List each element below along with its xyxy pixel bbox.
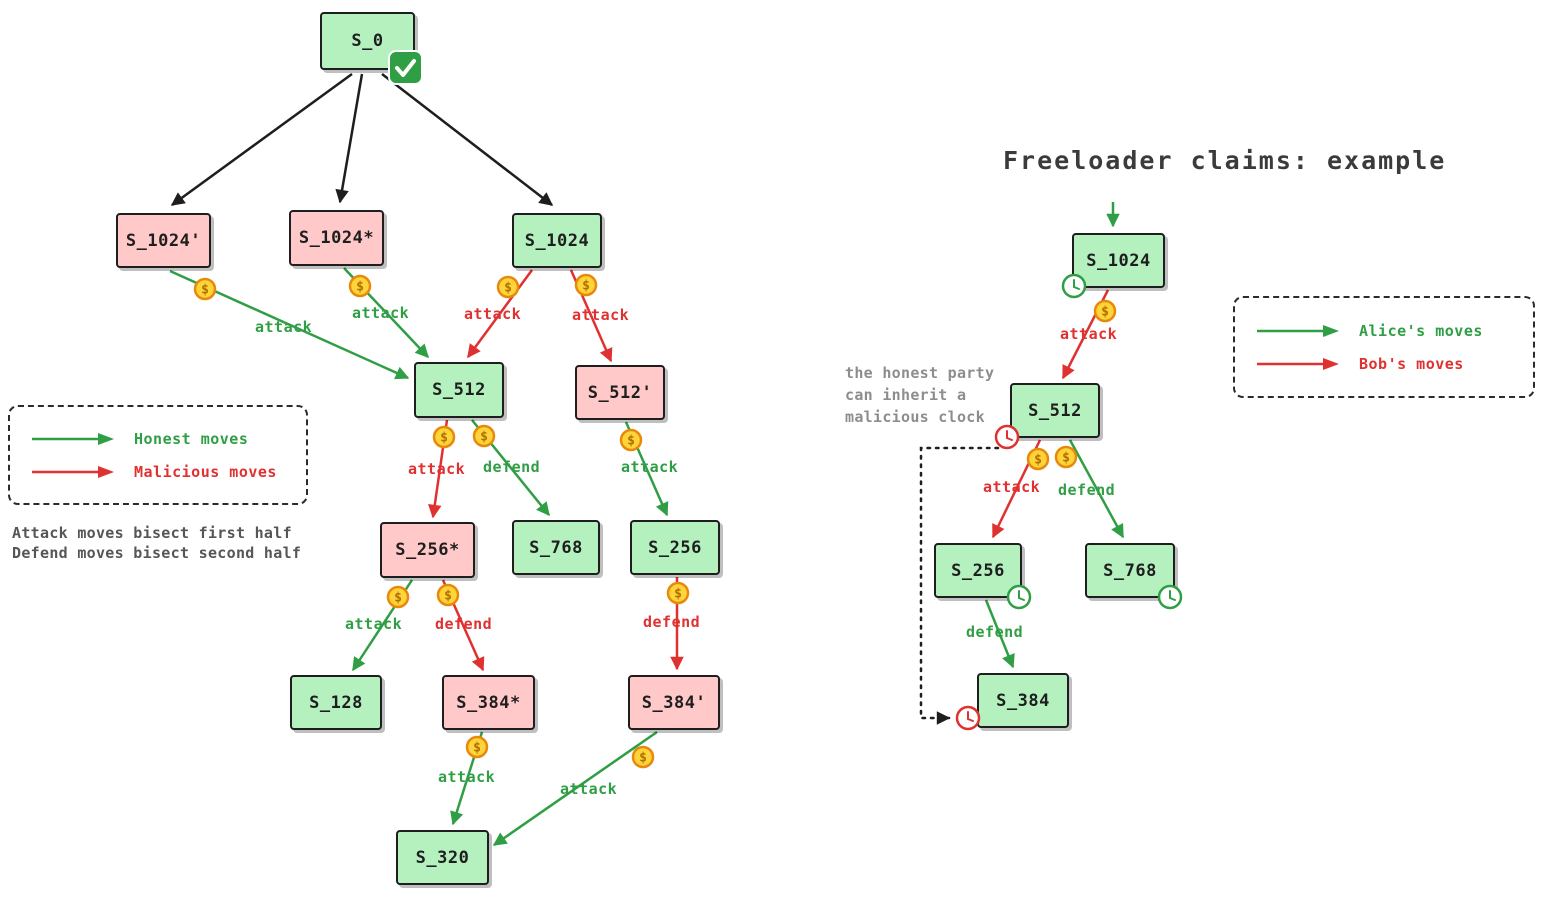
node-r-s768-label: S_768 — [1103, 560, 1157, 581]
node-s512: S_512 — [414, 362, 504, 418]
node-s1024-star: S_1024* — [289, 210, 384, 266]
node-s384-prime-label: S_384' — [641, 692, 707, 713]
node-r-s512: S_512 — [1010, 383, 1100, 438]
red-arrow-icon — [32, 465, 114, 478]
edge-r-s512-s768 — [1068, 439, 1125, 539]
legend-row-bob: Bob's moves — [1255, 355, 1513, 373]
legend-label-honest-moves: Honest moves — [134, 429, 249, 448]
green-arrow-icon — [32, 432, 114, 445]
edge-label-attack: attack — [621, 458, 679, 476]
green-arrow-icon — [1257, 324, 1339, 337]
node-r-s1024: S_1024 — [1072, 233, 1165, 288]
node-s384-star-label: S_384* — [456, 692, 521, 713]
node-r-s256-label: S_256 — [951, 560, 1005, 581]
edge-label-attack: attack — [572, 306, 630, 324]
edge-label-attack: attack — [352, 304, 410, 322]
edge-label-defend: defend — [483, 458, 541, 476]
node-s512-prime-label: S_512' — [587, 382, 653, 403]
node-r-s768: S_768 — [1085, 543, 1175, 598]
node-r-s256: S_256 — [934, 543, 1022, 598]
node-s256-star-label: S_256* — [395, 540, 460, 560]
node-r-s512-label: S_512 — [1028, 400, 1082, 421]
legend-label-alice-moves: Alice's moves — [1359, 321, 1483, 340]
node-s128: S_128 — [290, 675, 382, 730]
edge-s0-s1024prime — [170, 72, 353, 207]
node-s256: S_256 — [630, 520, 720, 575]
node-s1024: S_1024 — [512, 213, 602, 268]
annotation-line-2: can inherit a — [845, 386, 967, 404]
legend-moves: Honest moves Malicious moves — [8, 405, 308, 505]
edge-s1024-s512 — [466, 269, 534, 359]
legend-row-honest: Honest moves — [30, 430, 286, 448]
note-line-1: Attack moves bisect first half — [12, 524, 292, 542]
node-s1024-star-label: S_1024* — [298, 228, 375, 248]
legend-label-bob-moves: Bob's moves — [1359, 354, 1464, 373]
node-s384-star: S_384* — [442, 675, 535, 730]
edge-label-defend: defend — [966, 623, 1024, 641]
edge-s0-s1024 — [381, 73, 554, 206]
node-s1024-prime: S_1024' — [116, 213, 211, 268]
legend-row-alice: Alice's moves — [1255, 322, 1513, 340]
node-s512-prime: S_512' — [575, 365, 665, 420]
node-s768: S_768 — [512, 520, 600, 575]
edge-label-attack: attack — [983, 478, 1041, 496]
edge-label-attack: attack — [464, 305, 522, 323]
node-s320-label: S_320 — [415, 847, 470, 868]
node-s1024-prime-label: S_1024' — [125, 230, 202, 251]
node-s256-star: S_256* — [380, 522, 475, 578]
node-s0-label: S_0 — [351, 31, 384, 51]
edge-label-attack: attack — [345, 615, 403, 633]
node-s128-label: S_128 — [309, 692, 363, 713]
node-r-s384-label: S_384 — [996, 690, 1050, 711]
red-arrow-icon — [1257, 357, 1339, 370]
legend-label-malicious-moves: Malicious moves — [134, 462, 277, 481]
node-s512-label: S_512 — [432, 380, 486, 400]
note-line-2: Defend moves bisect second half — [12, 544, 302, 562]
diagram-title: Freeloader claims: example — [1003, 146, 1447, 175]
edge-s384prime-s320 — [492, 730, 658, 847]
edge-label-defend: defend — [435, 615, 493, 633]
clock-inherit-annotation: the honest party can inherit a malicious… — [845, 362, 994, 428]
node-s320: S_320 — [396, 830, 489, 885]
annotation-line-1: the honest party — [845, 364, 995, 382]
edge-label-attack: attack — [438, 768, 496, 786]
edge-label-attack: attack — [1060, 325, 1118, 343]
node-r-s1024-label: S_1024 — [1086, 250, 1151, 271]
legend-players: Alice's moves Bob's moves — [1233, 296, 1535, 398]
edge-label-attack: attack — [408, 460, 466, 478]
edge-s0-s1024star — [335, 73, 364, 204]
edge-label-attack: attack — [560, 780, 618, 798]
legend-row-malicious: Malicious moves — [30, 463, 286, 481]
node-s0: S_0 — [320, 12, 415, 70]
annotation-line-3: malicious clock — [845, 408, 985, 426]
node-s768-label: S_768 — [529, 537, 583, 558]
node-s384-prime: S_384' — [628, 675, 720, 730]
edge-label-defend: defend — [643, 613, 701, 631]
edge-label-defend: defend — [1058, 481, 1116, 499]
edge-label-attack: attack — [255, 318, 313, 336]
bisect-notes: Attack moves bisect first half Defend mo… — [12, 523, 301, 563]
node-s256-label: S_256 — [648, 537, 702, 558]
node-r-s384: S_384 — [977, 673, 1069, 728]
node-s1024-label: S_1024 — [524, 230, 590, 251]
